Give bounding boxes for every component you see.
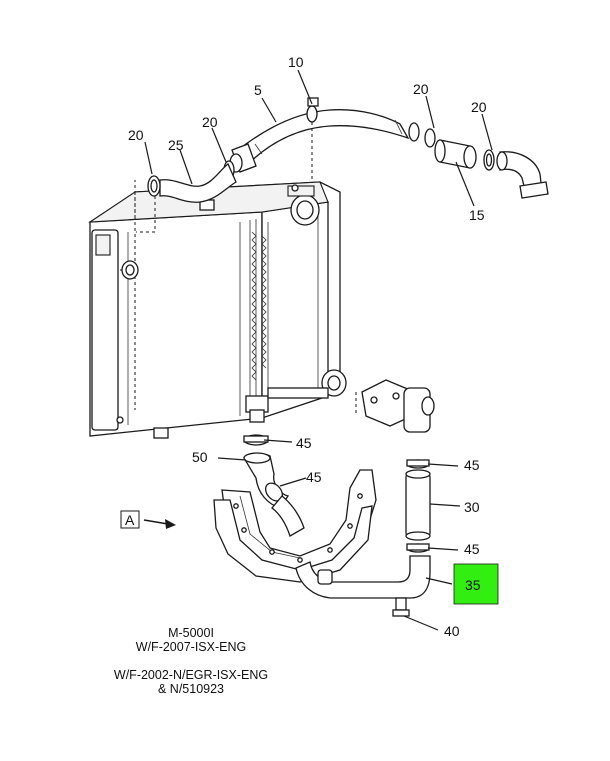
mount-bracket-upper bbox=[361, 379, 435, 433]
clamp-20-d bbox=[483, 149, 495, 171]
clamp-45-right-bottom bbox=[406, 543, 430, 553]
caption-line-2: W/F-2007-ISX-ENG bbox=[136, 640, 246, 654]
hose-50-lower bbox=[271, 495, 305, 537]
callout-20-mid: 20 bbox=[202, 114, 218, 130]
caption-line-1: M-5000I bbox=[168, 626, 214, 640]
callout-45-right-top: 45 bbox=[464, 457, 480, 473]
callout-45-mid: 45 bbox=[306, 469, 322, 485]
callout-45-top: 45 bbox=[296, 435, 312, 451]
hose-25 bbox=[159, 162, 237, 203]
diagram-caption: M-5000I W/F-2007-ISX-ENG W/F-2002-N/EGR-… bbox=[114, 626, 268, 696]
callout-20-far-right: 20 bbox=[471, 99, 487, 115]
frame-bracket bbox=[213, 469, 377, 583]
clamp-20-b bbox=[147, 175, 161, 197]
callout-30: 30 bbox=[464, 499, 480, 515]
callout-40: 40 bbox=[444, 623, 460, 639]
drain-plug-40 bbox=[392, 597, 410, 617]
callout-35: 35 bbox=[465, 577, 481, 593]
view-marker-a: A bbox=[120, 510, 176, 529]
arrow-right-icon bbox=[165, 519, 176, 529]
turbo-elbow bbox=[496, 151, 549, 199]
callout-5: 5 bbox=[254, 82, 262, 98]
tube-30 bbox=[405, 469, 431, 541]
caption-line-3: W/F-2002-N/EGR-ISX-ENG bbox=[114, 668, 268, 682]
callout-35-highlight[interactable]: 35 bbox=[453, 563, 499, 605]
hose-15 bbox=[434, 139, 477, 169]
callout-20-right: 20 bbox=[413, 81, 429, 97]
radiator-assembly bbox=[88, 180, 347, 439]
caption-line-4: & N/510923 bbox=[158, 682, 224, 696]
clamp-45-top bbox=[243, 434, 269, 446]
callout-25: 25 bbox=[168, 137, 184, 153]
pipe-35 bbox=[295, 555, 431, 599]
radiator-core-fins bbox=[251, 231, 267, 381]
clamp-20-c bbox=[408, 122, 436, 148]
tube-5 bbox=[237, 109, 410, 168]
callout-45-right-bottom: 45 bbox=[464, 541, 480, 557]
clamp-10 bbox=[306, 97, 319, 123]
callout-50: 50 bbox=[192, 449, 208, 465]
callout-20-left: 20 bbox=[128, 127, 144, 143]
clamp-45-right-top bbox=[406, 459, 430, 469]
leader-lines bbox=[144, 69, 493, 631]
callout-15: 15 bbox=[469, 207, 485, 223]
callout-10: 10 bbox=[288, 54, 304, 70]
view-marker-letter: A bbox=[125, 512, 135, 528]
